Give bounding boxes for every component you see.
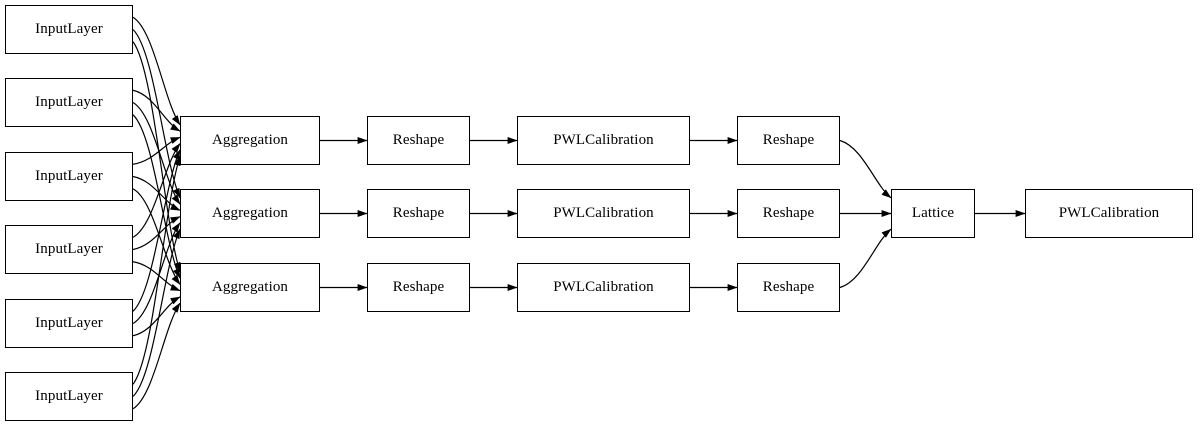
edge-input_3-to-agg_0 (132, 143, 181, 238)
node-pwl_0[interactable]: PWLCalibration (517, 116, 690, 165)
node-input_1[interactable]: InputLayer (5, 78, 133, 127)
edge-input_1-to-agg_2 (132, 114, 181, 279)
node-lattice[interactable]: Lattice (891, 189, 975, 238)
edge-input_0-to-agg_1 (132, 29, 181, 199)
edge-input_2-to-agg_0 (132, 136, 181, 165)
node-pwl_2[interactable]: PWLCalibration (517, 263, 690, 312)
node-agg_0[interactable]: Aggregation (180, 116, 320, 165)
node-label: InputLayer (35, 94, 103, 110)
node-label: Reshape (392, 132, 445, 148)
edge-reshape_b_2-to-lattice (839, 228, 892, 289)
edge-input_4-to-agg_2 (132, 296, 181, 337)
node-label: PWLCalibration (553, 132, 654, 148)
edge-input_4-to-agg_0 (132, 149, 181, 312)
node-input_0[interactable]: InputLayer (5, 5, 133, 54)
edge-input_1-to-agg_0 (132, 89, 181, 132)
node-reshape_a_2[interactable]: Reshape (367, 263, 470, 312)
edge-input_5-to-agg_1 (132, 228, 181, 397)
node-reshape_a_1[interactable]: Reshape (367, 189, 470, 238)
node-agg_1[interactable]: Aggregation (180, 189, 320, 238)
node-label: InputLayer (35, 168, 103, 184)
edge-input_1-to-agg_1 (132, 101, 181, 205)
edge-input_3-to-agg_1 (132, 216, 181, 251)
node-label: Reshape (762, 205, 815, 221)
node-reshape_b_0[interactable]: Reshape (737, 116, 840, 165)
node-pwl_final[interactable]: PWLCalibration (1025, 189, 1193, 238)
node-input_4[interactable]: InputLayer (5, 299, 133, 348)
node-pwl_1[interactable]: PWLCalibration (517, 189, 690, 238)
node-label: InputLayer (35, 21, 103, 37)
node-label: PWLCalibration (553, 279, 654, 295)
node-label: InputLayer (35, 388, 103, 404)
node-label: Reshape (392, 279, 445, 295)
node-reshape_a_0[interactable]: Reshape (367, 116, 470, 165)
node-label: PWLCalibration (1058, 205, 1160, 221)
node-agg_2[interactable]: Aggregation (180, 263, 320, 312)
node-reshape_b_1[interactable]: Reshape (737, 189, 840, 238)
edge-input_5-to-agg_0 (132, 155, 181, 385)
edge-input_0-to-agg_0 (132, 16, 181, 126)
node-label: Reshape (392, 205, 445, 221)
node-label: Lattice (911, 205, 955, 221)
node-reshape_b_2[interactable]: Reshape (737, 263, 840, 312)
node-label: Reshape (762, 279, 815, 295)
node-label: Reshape (762, 132, 815, 148)
node-input_2[interactable]: InputLayer (5, 152, 133, 201)
edge-input_0-to-agg_2 (132, 41, 181, 273)
node-input_3[interactable]: InputLayer (5, 225, 133, 274)
edge-input_3-to-agg_2 (132, 261, 181, 292)
edge-reshape_b_0-to-lattice (839, 139, 892, 199)
node-label: InputLayer (35, 241, 103, 257)
edge-input_4-to-agg_1 (132, 222, 181, 325)
node-label: Aggregation (211, 279, 289, 295)
node-label: Aggregation (211, 132, 289, 148)
node-input_5[interactable]: InputLayer (5, 372, 133, 421)
node-label: Aggregation (211, 205, 289, 221)
edge-input_2-to-agg_2 (132, 188, 181, 285)
node-label: InputLayer (35, 315, 103, 331)
edge-input_5-to-agg_2 (132, 302, 181, 410)
node-label: PWLCalibration (553, 205, 654, 221)
edge-input_2-to-agg_1 (132, 175, 181, 211)
